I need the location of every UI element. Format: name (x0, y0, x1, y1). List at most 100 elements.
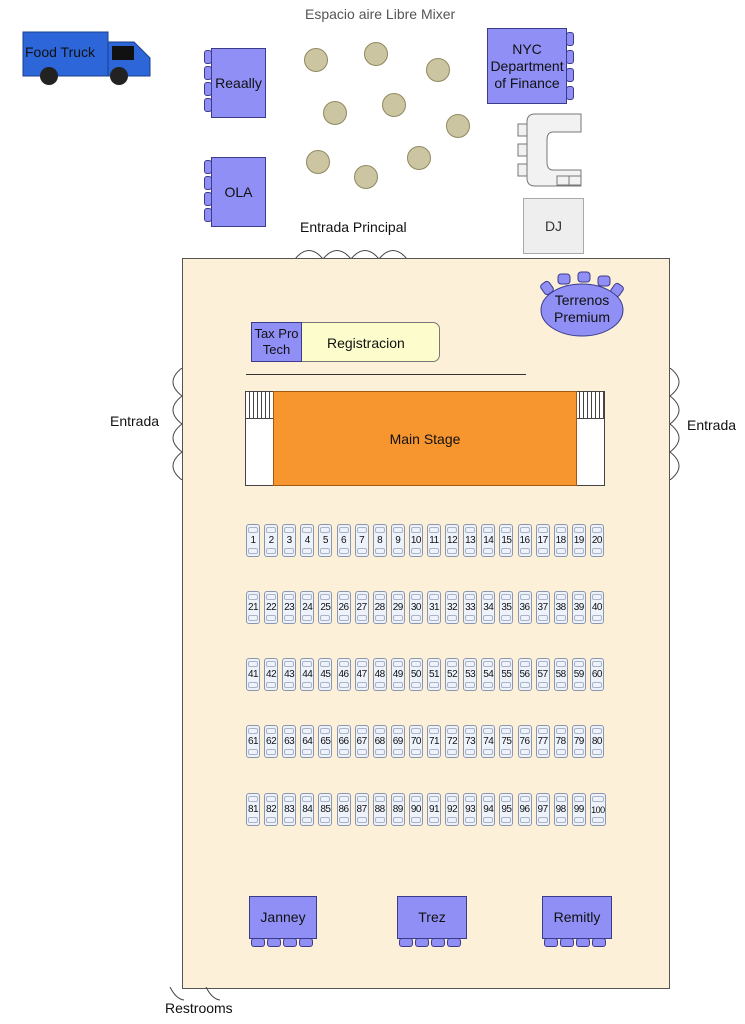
seat-13: 13 (463, 524, 478, 557)
seat-6: 6 (336, 524, 351, 557)
seat-93: 93 (463, 793, 478, 826)
booth-chair (399, 938, 413, 947)
seat-67: 67 (354, 725, 369, 758)
seat-52: 52 (445, 658, 460, 691)
food-truck-icon (22, 31, 151, 85)
seat-43: 43 (282, 658, 297, 691)
seat-27: 27 (354, 591, 369, 624)
booth-label: Remitly (553, 909, 601, 925)
seat-49: 49 (390, 658, 405, 691)
seat-15: 15 (499, 524, 514, 557)
seat-78: 78 (553, 725, 568, 758)
terrenos-chairs-icon (540, 271, 624, 337)
seat-1: 1 (246, 524, 260, 557)
seat-91: 91 (427, 793, 441, 826)
seat-89: 89 (390, 793, 405, 826)
seat-40: 40 (589, 591, 604, 624)
booth-chair (283, 938, 297, 947)
seat-88: 88 (372, 793, 387, 826)
seat-2: 2 (264, 524, 279, 557)
booth-chair (576, 938, 590, 947)
dj-desk-icon (517, 113, 582, 187)
seat-57: 57 (535, 658, 550, 691)
seat-39: 39 (571, 591, 586, 624)
entrance-main-label: Entrada Principal (300, 219, 407, 235)
seat-79: 79 (571, 725, 586, 758)
seat-96: 96 (517, 793, 532, 826)
seat-36: 36 (517, 591, 532, 624)
main-stage-label: Main Stage (389, 430, 461, 447)
seat-7: 7 (354, 524, 369, 557)
seat-75: 75 (499, 725, 514, 758)
seat-98: 98 (553, 793, 568, 826)
booth-ola: OLA (211, 157, 266, 227)
entrance-right-label: Entrada (687, 417, 737, 433)
seat-83: 83 (282, 793, 297, 826)
seat-68: 68 (372, 725, 387, 758)
seat-70: 70 (408, 725, 423, 758)
seat-50: 50 (408, 658, 423, 691)
seat-99: 99 (571, 793, 586, 826)
booth-chair (592, 938, 606, 947)
booth-label: NYC Department of Finance (490, 40, 564, 91)
booth-chair (566, 32, 574, 46)
seat-59: 59 (571, 658, 586, 691)
seat-42: 42 (264, 658, 279, 691)
seat-77: 77 (535, 725, 550, 758)
seat-69: 69 (390, 725, 405, 758)
seat-28: 28 (372, 591, 387, 624)
seat-47: 47 (354, 658, 369, 691)
round-table (382, 93, 406, 117)
seat-62: 62 (264, 725, 279, 758)
seat-8: 8 (372, 524, 387, 557)
seat-35: 35 (499, 591, 514, 624)
seat-56: 56 (517, 658, 532, 691)
seat-53: 53 (463, 658, 478, 691)
seat-55: 55 (499, 658, 514, 691)
registration-label: Registracion (327, 335, 405, 351)
seat-5: 5 (318, 524, 333, 557)
seat-100: 100 (589, 793, 606, 826)
seat-29: 29 (390, 591, 405, 624)
booth-chair (566, 50, 574, 64)
seat-21: 21 (246, 591, 260, 624)
seat-65: 65 (318, 725, 333, 758)
seat-92: 92 (445, 793, 460, 826)
diagram-title: Espacio aire Libre Mixer (305, 6, 456, 22)
booth-chair (544, 938, 558, 947)
round-table (304, 48, 328, 72)
seat-76: 76 (517, 725, 532, 758)
booth-chair (431, 938, 445, 947)
seat-14: 14 (481, 524, 496, 557)
seat-66: 66 (336, 725, 351, 758)
seat-85: 85 (318, 793, 333, 826)
round-table (446, 114, 470, 138)
booth-label: Trez (418, 909, 446, 925)
seat-95: 95 (499, 793, 514, 826)
round-table (323, 101, 347, 125)
booth-tax-pro-tech: Tax Pro Tech (251, 322, 302, 362)
seat-51: 51 (427, 658, 441, 691)
booth-dj: DJ (523, 198, 584, 254)
restroom-doors-icon (169, 987, 221, 1001)
left-entrance-doors-icon (172, 368, 183, 480)
seat-33: 33 (463, 591, 478, 624)
round-table (407, 146, 431, 170)
seat-86: 86 (336, 793, 351, 826)
round-table (354, 165, 378, 189)
booth-chair (447, 938, 461, 947)
seat-30: 30 (408, 591, 423, 624)
booth-chair (299, 938, 313, 947)
seat-94: 94 (481, 793, 496, 826)
round-table (426, 58, 450, 82)
seat-11: 11 (427, 524, 441, 557)
stage-stairs-left (246, 392, 274, 419)
seat-20: 20 (589, 524, 604, 557)
seat-38: 38 (553, 591, 568, 624)
booth-chair (560, 938, 574, 947)
seat-80: 80 (589, 725, 604, 758)
seat-26: 26 (336, 591, 351, 624)
booth-chair (415, 938, 429, 947)
restrooms-label: Restrooms (165, 1000, 233, 1016)
seat-25: 25 (318, 591, 333, 624)
